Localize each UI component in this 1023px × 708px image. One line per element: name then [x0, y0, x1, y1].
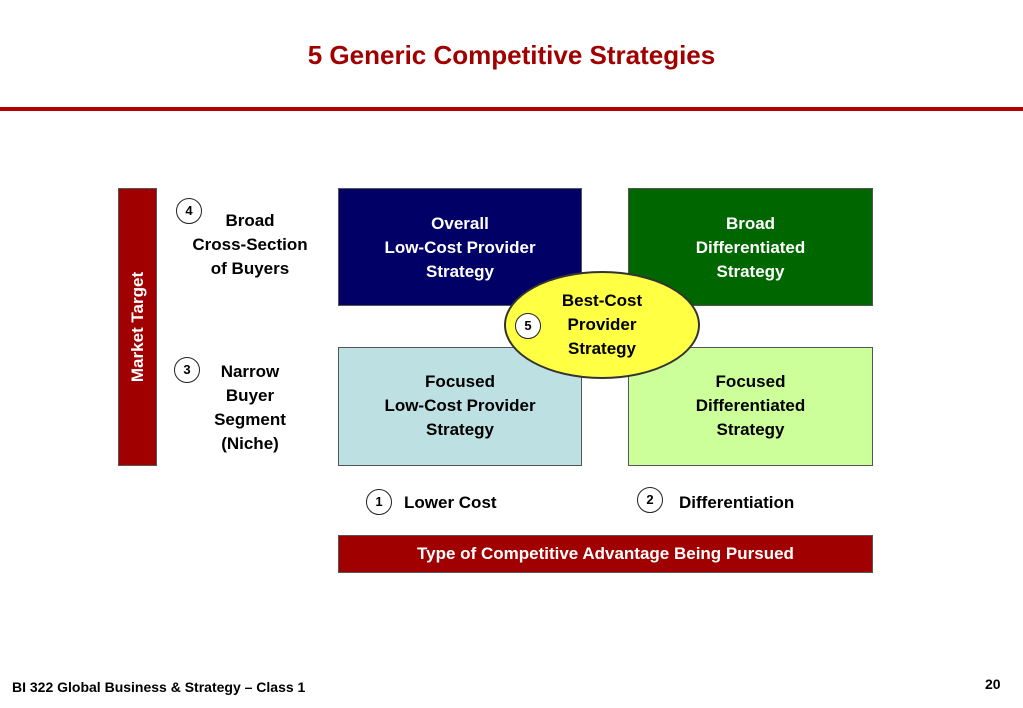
- market-target-label: Market Target: [127, 271, 147, 383]
- page-number: 20: [985, 676, 1001, 692]
- market-target-axis: Market Target: [118, 188, 157, 466]
- row-label-line: Cross-Section: [192, 235, 308, 254]
- box-line: Strategy: [716, 420, 785, 439]
- column-number-badge-2: 2: [637, 487, 663, 513]
- box-line: Focused: [425, 372, 495, 391]
- box-line: Strategy: [425, 262, 495, 281]
- box-line: Differentiated: [695, 396, 806, 415]
- box-line: Strategy: [716, 262, 785, 281]
- box-line: Focused: [715, 372, 786, 391]
- box-line: Overall: [431, 214, 489, 233]
- row-label-line: Buyer: [225, 386, 275, 405]
- box-line: Low-Cost Provider: [384, 238, 536, 257]
- column-label-lower-cost: Lower Cost: [404, 493, 497, 512]
- column-label-differentiation: Differentiation: [679, 493, 795, 512]
- row-label-line: Segment: [214, 410, 286, 429]
- competitive-advantage-axis: Type of Competitive Advantage Being Purs…: [338, 535, 873, 573]
- row-number-badge-4: 4: [176, 198, 202, 224]
- box-line: Strategy: [425, 420, 495, 439]
- title-divider: [0, 107, 1023, 111]
- broad-differentiated-box: Broad Differentiated Strategy: [628, 188, 873, 306]
- box-line: Differentiated: [695, 238, 806, 257]
- row-label-narrow: Narrow Buyer Segment (Niche): [190, 360, 310, 456]
- page-title: 5 Generic Competitive Strategies: [307, 40, 716, 70]
- row-label-broad: Broad Cross-Section of Buyers: [170, 209, 330, 281]
- row-label-line: Narrow: [220, 362, 280, 381]
- row-number-badge-3: 3: [174, 357, 200, 383]
- number-badge-5: 5: [515, 313, 541, 339]
- row-label-line: (Niche): [221, 434, 279, 453]
- box-line: Broad: [725, 214, 776, 233]
- box-line: Low-Cost Provider: [384, 396, 536, 415]
- row-label-line: of Buyers: [210, 259, 290, 278]
- ellipse-line: Provider: [567, 315, 637, 334]
- column-number-badge-1: 1: [366, 489, 392, 515]
- focused-differentiated-box: Focused Differentiated Strategy: [628, 347, 873, 466]
- ellipse-line: Strategy: [567, 339, 637, 358]
- footer-text: BI 322 Global Business & Strategy – Clas…: [12, 679, 306, 695]
- row-label-line: Broad: [225, 211, 275, 230]
- ellipse-line: Best-Cost: [561, 291, 643, 310]
